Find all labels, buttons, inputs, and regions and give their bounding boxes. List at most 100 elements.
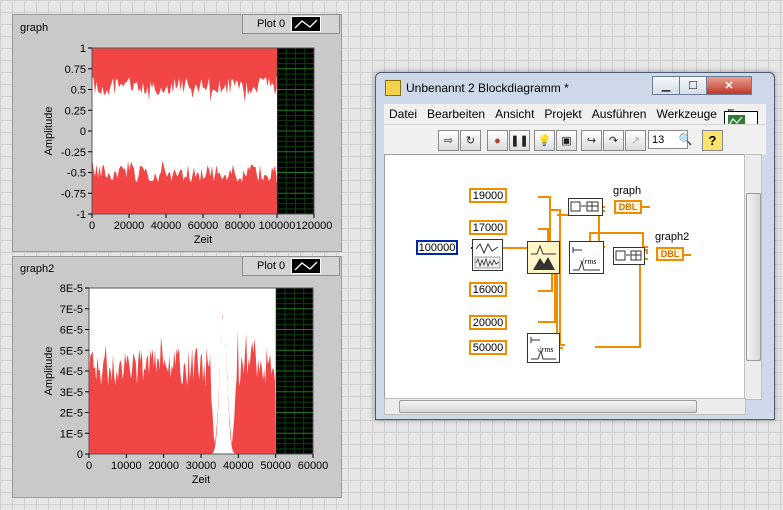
y-tick-label: 8E-5 bbox=[60, 283, 83, 295]
constant-20000[interactable]: 20000 bbox=[469, 315, 507, 330]
abort-icon[interactable]: ● bbox=[487, 130, 508, 151]
signal-upper-series bbox=[92, 48, 277, 103]
y-tick-label: -0.5 bbox=[67, 168, 86, 180]
scroll-thumb[interactable] bbox=[399, 400, 697, 413]
simulate-signal-node[interactable] bbox=[472, 239, 503, 271]
menu-werkzeuge[interactable]: Werkzeuge bbox=[656, 107, 717, 121]
x-tick-label: 40000 bbox=[151, 220, 182, 232]
build-waveform-node[interactable] bbox=[568, 198, 603, 216]
rms-spectrum-node[interactable]: √rms bbox=[527, 333, 560, 363]
y-tick-label: 3E-5 bbox=[60, 387, 83, 399]
menu-ausfuehren[interactable]: Ausführen bbox=[591, 107, 647, 121]
minimize-button[interactable]: ▁ bbox=[652, 76, 680, 95]
menu-bearbeiten[interactable]: Bearbeiten bbox=[427, 107, 486, 121]
build-waveform2-node[interactable] bbox=[613, 247, 645, 265]
title-bar[interactable]: Unbenannt 2 Blockdiagramm * ▁ ☐ ✕ bbox=[376, 73, 774, 101]
y-tick-label: 1E-5 bbox=[60, 428, 83, 440]
y-tick-label: -1 bbox=[76, 209, 86, 221]
plot-line-icon bbox=[291, 16, 322, 32]
y-axis-label: Amplitude bbox=[43, 107, 55, 156]
y-tick-label: 0.75 bbox=[65, 64, 86, 76]
fft-spectrum-node[interactable]: √rms bbox=[569, 241, 604, 274]
x-tick-label: 60000 bbox=[298, 460, 329, 472]
y-tick-label: 0 bbox=[80, 126, 86, 138]
menu-bar: Datei Bearbeiten Ansicht Projekt Ausführ… bbox=[384, 104, 766, 124]
menu-ansicht[interactable]: Ansicht bbox=[495, 107, 535, 121]
spectrum-peak bbox=[212, 308, 235, 454]
x-tick-label: 60000 bbox=[188, 220, 219, 232]
step-into-icon[interactable]: ↪ bbox=[581, 130, 602, 151]
x-tick-label: 20000 bbox=[114, 220, 145, 232]
dbl-label: DBL bbox=[618, 202, 638, 212]
x-tick-label: 80000 bbox=[225, 220, 256, 232]
plot2-legend-label: Plot 0 bbox=[257, 260, 286, 272]
plot2-legend[interactable]: Plot 0 bbox=[242, 256, 340, 276]
horizontal-scrollbar[interactable] bbox=[384, 398, 746, 415]
graph-caption: graph bbox=[20, 22, 49, 34]
run-arrow-icon[interactable]: ⇨ bbox=[438, 130, 459, 151]
block-diagram-canvas[interactable]: 100000 19000 17000 16000 20000 50000 √rm… bbox=[384, 154, 746, 400]
signal-fill bbox=[92, 77, 277, 183]
svg-text:√rms: √rms bbox=[580, 257, 596, 266]
graph2-terminal-label: graph2 bbox=[655, 231, 690, 243]
plot-legend-label: Plot 0 bbox=[257, 18, 286, 30]
window-title: Unbenannt 2 Blockdiagramm * bbox=[406, 81, 569, 95]
x-tick-label: 20000 bbox=[148, 460, 179, 472]
x-tick-label: 50000 bbox=[260, 460, 291, 472]
y-tick-label: 0.5 bbox=[71, 85, 86, 97]
x-axis-label: Zeit bbox=[192, 474, 210, 486]
y-tick-label: 6E-5 bbox=[60, 325, 83, 337]
step-out-icon[interactable]: ↗ bbox=[625, 130, 646, 151]
constant-17000[interactable]: 17000 bbox=[469, 220, 507, 235]
menu-datei[interactable]: Datei bbox=[389, 107, 418, 121]
y-tick-label: 4E-5 bbox=[60, 366, 83, 378]
constant-16000[interactable]: 16000 bbox=[469, 282, 507, 297]
retain-wire-values-icon[interactable]: ▣ bbox=[556, 130, 577, 151]
filter-node[interactable] bbox=[527, 241, 560, 274]
help-icon[interactable]: ? bbox=[702, 130, 723, 151]
step-over-icon[interactable]: ↷ bbox=[603, 130, 624, 151]
search-icon[interactable]: 🔍 bbox=[678, 134, 693, 146]
plot-legend[interactable]: Plot 0 bbox=[242, 14, 340, 34]
x-axis-label: Zeit bbox=[194, 234, 212, 246]
x-tick-label: 0 bbox=[86, 460, 92, 472]
constant-50000[interactable]: 50000 bbox=[469, 340, 507, 355]
scroll-thumb[interactable] bbox=[746, 193, 761, 361]
x-tick-label: 30000 bbox=[186, 460, 217, 472]
font-size-field[interactable]: 13 bbox=[648, 130, 688, 149]
wires bbox=[471, 196, 691, 349]
x-tick-label: 40000 bbox=[223, 460, 254, 472]
signal-lower-series bbox=[92, 156, 277, 214]
y-tick-label: -0.25 bbox=[61, 147, 86, 159]
graph-terminal-label: graph bbox=[613, 185, 642, 197]
y-tick-label: 0.25 bbox=[65, 105, 86, 117]
close-button[interactable]: ✕ bbox=[706, 76, 752, 95]
toolbar: ⇨ ↻ ● ❚❚ 💡 ▣ ↪ ↷ ↗ 13 🔍 ? bbox=[384, 124, 766, 155]
x-tick-label: 0 bbox=[89, 220, 95, 232]
graph2-terminal[interactable]: DBL bbox=[656, 247, 684, 261]
y-tick-label: 1 bbox=[80, 43, 86, 55]
graph-terminal[interactable]: DBL bbox=[614, 200, 642, 214]
y-axis-label: Amplitude bbox=[43, 347, 55, 396]
svg-text:√rms: √rms bbox=[537, 345, 553, 354]
constant-19000[interactable]: 19000 bbox=[469, 188, 507, 203]
y-tick-label: 7E-5 bbox=[60, 304, 83, 316]
block-diagram-window: Unbenannt 2 Blockdiagramm * ▁ ☐ ✕ Datei … bbox=[375, 72, 775, 420]
constant-100000[interactable]: 100000 bbox=[416, 240, 458, 255]
x-tick-label: 100000 bbox=[259, 220, 296, 232]
highlight-execution-icon[interactable]: 💡 bbox=[534, 130, 555, 151]
x-tick-label: 120000 bbox=[296, 220, 333, 232]
menu-projekt[interactable]: Projekt bbox=[544, 107, 582, 121]
x-tick-label: 10000 bbox=[111, 460, 142, 472]
y-tick-label: 5E-5 bbox=[60, 345, 83, 357]
run-continuous-icon[interactable]: ↻ bbox=[460, 130, 481, 151]
plot-line-icon bbox=[291, 258, 322, 274]
maximize-button[interactable]: ☐ bbox=[679, 76, 707, 95]
pause-icon[interactable]: ❚❚ bbox=[509, 130, 530, 151]
dbl-label: DBL bbox=[660, 249, 680, 259]
y-tick-label: 2E-5 bbox=[60, 408, 83, 420]
vertical-scrollbar[interactable] bbox=[744, 154, 762, 400]
y-tick-label: -0.75 bbox=[61, 188, 86, 200]
